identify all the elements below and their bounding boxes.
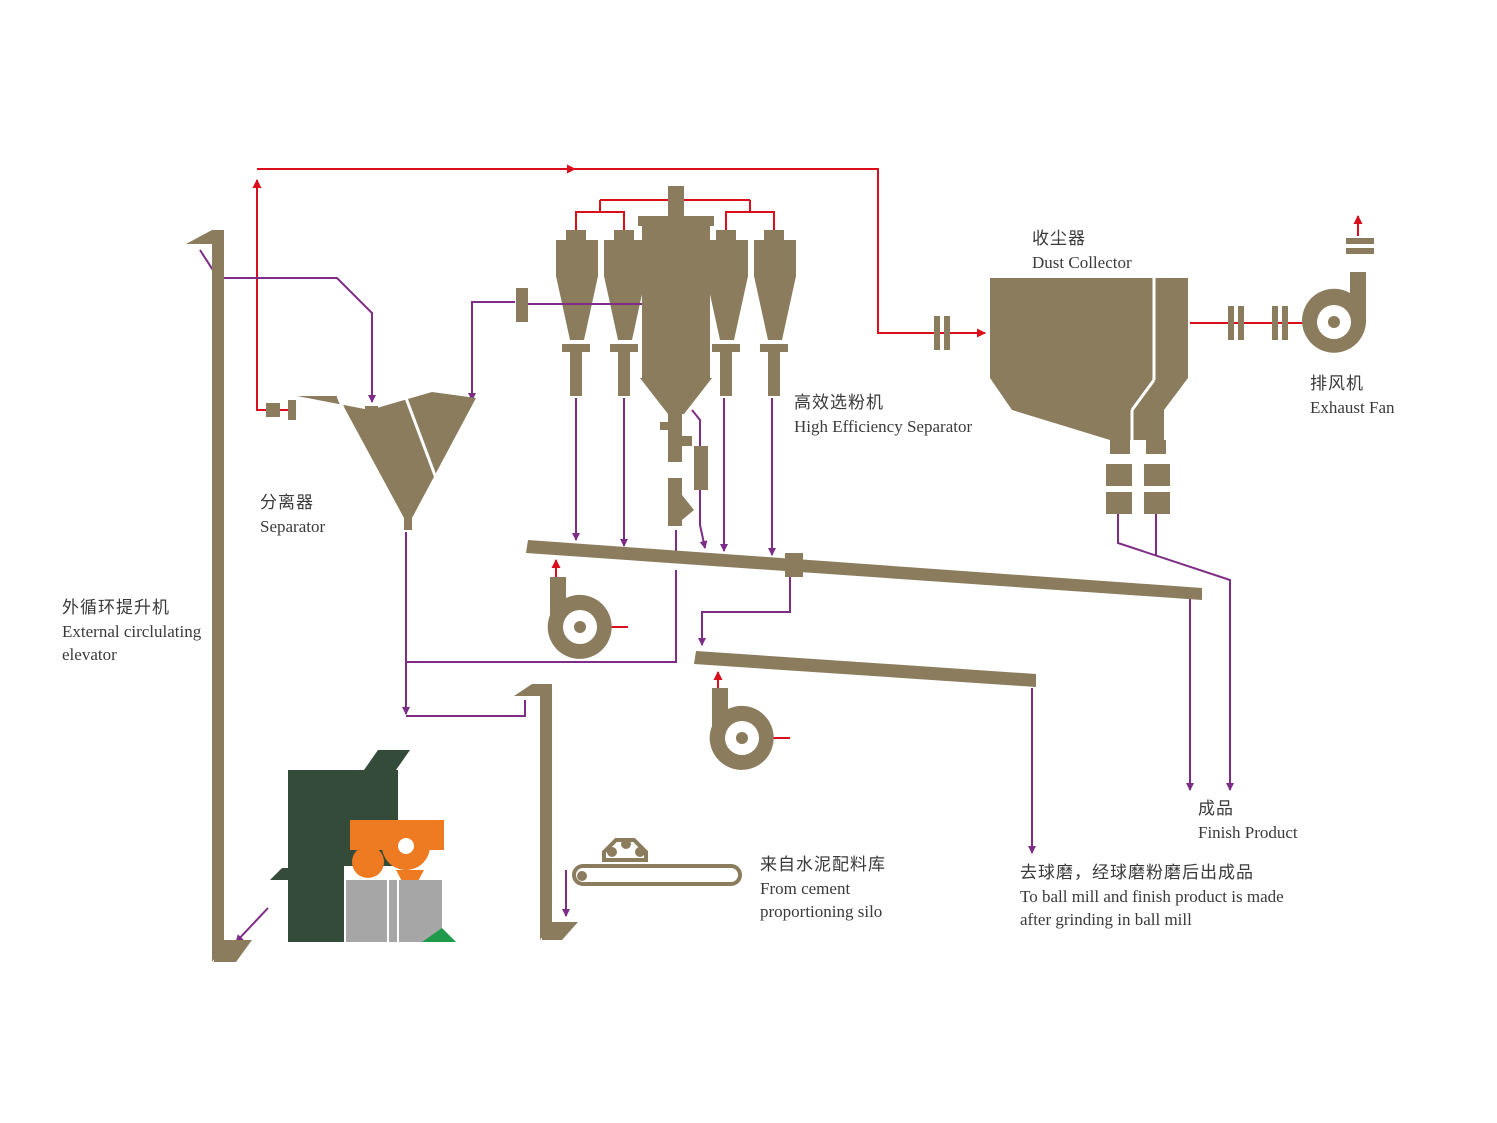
dust-collector-label: 收尘器 Dust Collector [1032,227,1132,274]
ball-mill-label: 去球磨，经球磨粉磨后出成品 To ball mill and finish pr… [1020,861,1284,931]
cyclone-icon [556,230,598,396]
cyclone-icon [706,230,748,396]
cement-silo-label: 来自水泥配料库 From cement proportioning silo [760,853,886,923]
cement-silo-label-en-1: From cement [760,879,851,898]
cyclone-icon [754,230,796,396]
ball-mill-label-zh: 去球磨，经球磨粉磨后出成品 [1020,863,1254,883]
dust-collector-label-zh: 收尘器 [1032,229,1086,249]
elevator-label-en-1: External circlulating [62,622,202,641]
feed-belt-conveyor [572,838,742,886]
cyclone-icon [604,230,646,396]
separator-label-en: Separator [260,517,326,536]
separator [266,392,476,530]
separator-label: 分离器 Separator [260,491,325,538]
roller-press [270,750,456,942]
finish-product-label-en: Finish Product [1198,823,1298,842]
high-efficiency-separator [516,186,796,526]
finish-product-label: 成品 Finish Product [1198,797,1298,844]
exhaust-fan-label-en: Exhaust Fan [1310,398,1395,417]
centrifugal-fan-icon [547,577,612,659]
separator-label-zh: 分离器 [260,493,314,513]
hes-label-en: High Efficiency Separator [794,417,973,436]
finish-product-label-zh: 成品 [1198,799,1234,819]
ball-mill-label-en-2: after grinding in ball mill [1020,910,1192,929]
dust-collector-label-en: Dust Collector [1032,253,1132,272]
conveyor-belts [526,540,1202,687]
centrifugal-fan-icon [1302,272,1366,353]
cement-silo-label-zh: 来自水泥配料库 [760,855,886,875]
high-efficiency-separator-label: 高效选粉机 High Efficiency Separator [794,391,972,438]
external-elevator [186,230,252,962]
hes-label-zh: 高效选粉机 [794,393,884,413]
feed-elevator [514,684,578,940]
elevator-label-zh: 外循环提升机 [62,598,170,618]
exhaust-fan-label-zh: 排风机 [1310,374,1364,394]
ball-mill-label-en-1: To ball mill and finish product is made [1020,887,1284,906]
centrifugal-fan-icon [709,688,774,770]
exhaust-fan-label: 排风机 Exhaust Fan [1310,372,1395,419]
elevator-label-en-2: elevator [62,645,117,664]
material-flow-lines [199,249,1234,943]
dust-collector [990,278,1188,514]
elevator-label: 外循环提升机 External circlulating elevator [62,596,201,666]
cement-silo-label-en-2: proportioning silo [760,902,883,921]
